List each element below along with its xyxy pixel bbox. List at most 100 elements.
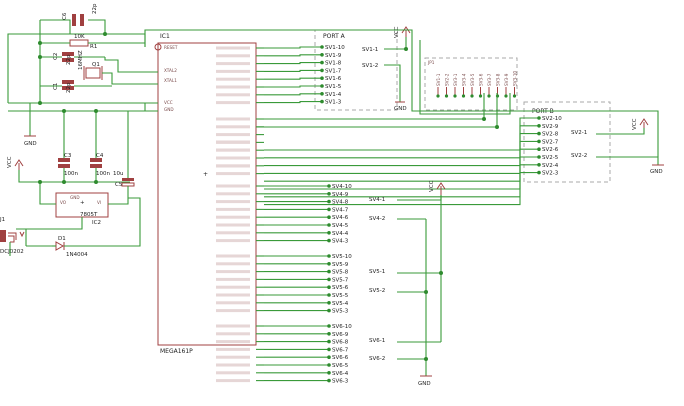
mcu-pin1-marker xyxy=(154,43,162,51)
j1-part: DCJ0202 xyxy=(0,249,24,255)
pin-dot xyxy=(327,308,331,313)
pin-dot xyxy=(327,324,331,328)
pin-dot xyxy=(537,155,541,159)
sv6-connector: SV6-10SV6-9SV6-8SV6-7SV6-6SV6-5SV6-4SV6-… xyxy=(264,324,352,385)
mcu-pin-name xyxy=(216,270,250,274)
wire xyxy=(419,40,511,115)
c1-capacitor xyxy=(62,80,74,84)
c5-label: C5 xyxy=(115,182,123,188)
mcu-pin-name xyxy=(216,62,250,66)
mcu-pin-gnd: GND xyxy=(164,107,174,112)
mcu-pin-name xyxy=(216,363,250,367)
connector-pin-label: SV1-9 xyxy=(325,53,342,59)
pin-dot xyxy=(327,347,331,352)
mcu-pin-name xyxy=(216,125,250,129)
pin-dot xyxy=(327,199,331,204)
port-b-frame xyxy=(523,101,611,183)
wire xyxy=(128,197,141,240)
sv1-right-label: SV1-1 xyxy=(362,47,378,53)
mcu-pin-name xyxy=(216,262,250,266)
jp-pin-label: SV3-5 xyxy=(470,73,475,86)
pin-dot xyxy=(504,94,508,98)
long-wires xyxy=(144,29,659,157)
wire xyxy=(108,198,129,205)
pin-dot xyxy=(537,170,541,175)
connector-pin-label: SV1-3 xyxy=(325,100,342,106)
wire xyxy=(264,85,321,88)
port-b: PORT B SV2-10SV2-9SV2-8SV2-7SV2-6SV2-5SV… xyxy=(264,101,611,206)
pin-dot xyxy=(537,131,541,136)
jp-pin-label: SV1-1 xyxy=(436,73,441,86)
port-a-supply: VCC GND xyxy=(384,26,411,112)
sv4-connector: SV4-10SV4-9SV4-8SV4-7SV4-6SV4-5SV4-4SV4-… xyxy=(264,184,352,245)
mcu-pin-name xyxy=(216,355,250,359)
connector-pin-label: SV2-10 xyxy=(542,116,562,122)
mcu-pin-name xyxy=(216,379,250,383)
pin-dot xyxy=(327,355,331,360)
mcu-pin-name xyxy=(216,309,250,313)
connector-pin-label: SV6-8 xyxy=(332,340,349,346)
connector-pin-label: SV1-7 xyxy=(325,68,342,74)
reset-crystal-section: GND C6 22p 10K R1 C2 22p 16MHZ Q1 xyxy=(7,3,158,147)
wire xyxy=(264,54,321,57)
mcu-pin-name xyxy=(216,340,250,344)
vcc-arrow xyxy=(639,118,649,126)
junction xyxy=(94,109,98,113)
jp-pin-label: SV3-1 xyxy=(453,73,458,86)
c4-label: C4 xyxy=(96,153,104,159)
pin-dot xyxy=(327,371,331,375)
wire xyxy=(88,19,106,34)
pin-dot xyxy=(478,94,483,98)
junction xyxy=(38,101,42,105)
q1-label: Q1 xyxy=(92,62,100,68)
vcc-label: VCC xyxy=(429,180,435,192)
mcu-pin-name xyxy=(216,277,250,281)
pin-dot xyxy=(327,378,331,383)
pin-dot xyxy=(320,53,324,57)
d1-diode xyxy=(55,241,65,251)
vcc-label: VCC xyxy=(632,118,638,130)
c3-value: 100n xyxy=(64,171,78,177)
pin-dot xyxy=(487,94,491,98)
pin-dot xyxy=(320,84,324,88)
junction xyxy=(38,41,42,45)
connector-pin-label: SV1-4 xyxy=(325,92,342,98)
gnd-label: GND xyxy=(24,141,37,147)
mcu-pin-name xyxy=(216,54,250,58)
connector-pin-label: SV4-9 xyxy=(332,192,349,198)
pin-dot xyxy=(327,231,331,235)
connector-pin-label: SV1-8 xyxy=(325,61,342,67)
ic2-vi-pin: VI xyxy=(97,200,101,205)
jp-pin-label: SV3-6 xyxy=(479,73,484,86)
sv2-right-label: SV2-1 xyxy=(571,130,587,136)
pin-dot xyxy=(327,223,331,227)
junction xyxy=(439,271,443,275)
sv6-right-label: SV6-1 xyxy=(369,338,385,344)
connector-pin-label: SV1-10 xyxy=(325,45,345,51)
wire xyxy=(144,29,659,157)
mcu-pin-name xyxy=(216,347,250,351)
gnd-label: GND xyxy=(394,106,407,112)
connector-pin-label: SV6-3 xyxy=(332,379,349,385)
pin-dot xyxy=(327,339,331,344)
connector-pin-label: SV2-4 xyxy=(542,163,559,169)
pin-dot xyxy=(320,45,324,49)
wire xyxy=(102,72,158,85)
mcu-right-pins xyxy=(216,46,264,383)
pin-dot xyxy=(537,124,541,128)
c4-capacitor xyxy=(90,164,102,168)
wire xyxy=(397,195,442,201)
vcc-label: VCC xyxy=(394,26,400,38)
port-a-title: PORT A xyxy=(323,33,346,40)
connector-pin-label: SV2-7 xyxy=(542,139,559,145)
junction xyxy=(62,109,66,113)
mcu-pin-name xyxy=(216,285,250,289)
pin-dot xyxy=(327,262,331,266)
wire xyxy=(264,125,538,159)
junction xyxy=(38,180,42,184)
port-b-supply: VCC GND xyxy=(596,118,664,175)
j1-contact xyxy=(8,235,15,243)
c4-capacitor xyxy=(90,158,102,162)
c1-label: C1 xyxy=(53,83,59,90)
